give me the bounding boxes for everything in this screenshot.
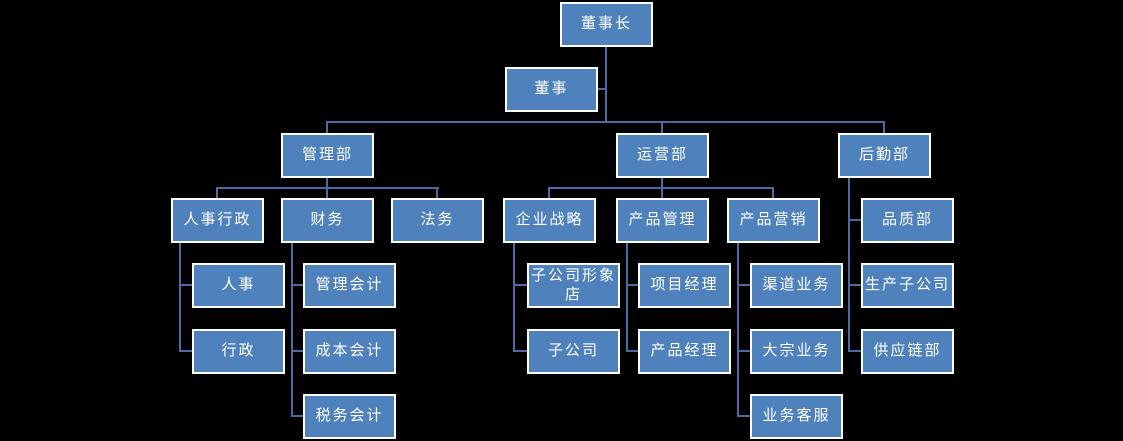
org-node-legal[interactable]: 法务 (391, 198, 484, 243)
org-node-cost-accounting[interactable]: 成本会计 (303, 329, 396, 374)
org-node-subsidiary[interactable]: 子公司 (527, 329, 620, 374)
connector-stub-mgmt-acct (291, 284, 303, 286)
connector-drop-product-mkt (772, 187, 774, 198)
org-node-corporate-strategy[interactable]: 企业战略 (503, 198, 596, 243)
org-node-label: 企业战略 (515, 211, 584, 229)
org-node-label: 大宗业务 (762, 342, 831, 360)
connector-drop-finance (326, 187, 328, 198)
org-node-label: 品质部 (881, 211, 933, 229)
connector-stub-cust-service (737, 415, 750, 417)
connector-drop-product-mgmt (661, 187, 663, 198)
connector-stub-supply-chain (848, 350, 861, 352)
org-node-label: 子公司形象店 (530, 266, 616, 303)
org-node-label: 成本会计 (315, 342, 384, 360)
org-node-tax-accounting[interactable]: 税务会计 (303, 394, 396, 439)
connector-hang-product-mgmt (626, 243, 628, 352)
org-node-label: 人事 (221, 276, 256, 294)
org-node-logistics-dept[interactable]: 后勤部 (838, 133, 931, 178)
connector-drop-legal (436, 187, 438, 198)
org-node-label: 项目经理 (650, 276, 719, 294)
org-node-label: 税务会计 (315, 407, 384, 425)
org-node-label: 渠道业务 (762, 276, 831, 294)
org-node-label: 管理会计 (315, 276, 384, 294)
org-node-management-accounting[interactable]: 管理会计 (303, 263, 396, 308)
org-node-hr[interactable]: 人事 (192, 263, 285, 308)
connector-stub-bulk (737, 350, 750, 352)
org-node-management-dept[interactable]: 管理部 (281, 133, 374, 178)
org-node-bulk-business[interactable]: 大宗业务 (750, 329, 843, 374)
connector-management-stem (326, 178, 328, 188)
connector-drop-management (326, 121, 328, 133)
connector-director-stub (597, 88, 607, 90)
connector-drop-operations (661, 121, 663, 133)
connector-stub-cost-acct (291, 350, 303, 352)
connector-stub-product-mgr (626, 350, 638, 352)
org-node-label: 董事长 (580, 15, 632, 33)
connector-hang-hr-admin (179, 243, 181, 352)
connector-stub-prod-subsidiary (848, 284, 861, 286)
org-node-admin[interactable]: 行政 (192, 329, 285, 374)
connector-hang-strategy (513, 243, 515, 352)
org-node-label: 供应链部 (873, 342, 942, 360)
connector-level1-bus (326, 121, 885, 123)
org-node-label: 行政 (221, 342, 256, 360)
org-node-label: 产品管理 (628, 211, 697, 229)
org-node-director[interactable]: 董事 (505, 67, 598, 112)
org-node-hr-admin[interactable]: 人事行政 (171, 198, 264, 243)
connector-stub-subsidiary (513, 350, 527, 352)
connector-operations-stem (661, 178, 663, 188)
org-node-label: 产品营销 (739, 211, 808, 229)
org-node-product-manager[interactable]: 产品经理 (638, 329, 731, 374)
org-node-business-customer-service[interactable]: 业务客服 (750, 394, 843, 439)
org-node-supply-chain-dept[interactable]: 供应链部 (861, 329, 954, 374)
connector-stub-project-mgr (626, 284, 638, 286)
connector-stub-hr (179, 284, 192, 286)
org-node-label: 法务 (420, 211, 455, 229)
connector-hang-product-mkt (737, 243, 739, 417)
connector-trunk (605, 47, 607, 123)
org-node-label: 子公司 (547, 342, 599, 360)
org-node-label: 人事行政 (183, 211, 252, 229)
org-node-label: 管理部 (301, 146, 353, 164)
connector-drop-hr-admin (216, 187, 218, 198)
connector-stub-flagship (513, 284, 527, 286)
org-node-quality-dept[interactable]: 品质部 (861, 198, 954, 243)
connector-drop-logistics (883, 121, 885, 133)
org-node-subsidiary-flagship-store[interactable]: 子公司形象店 (527, 263, 620, 308)
org-node-product-marketing[interactable]: 产品营销 (727, 198, 820, 243)
org-node-label: 产品经理 (650, 342, 719, 360)
connector-drop-strategy (548, 187, 550, 198)
org-node-product-management[interactable]: 产品管理 (616, 198, 709, 243)
org-node-label: 董事 (534, 80, 569, 98)
connector-stub-quality (848, 219, 861, 221)
connector-stub-tax-acct (291, 415, 303, 417)
org-node-project-manager[interactable]: 项目经理 (638, 263, 731, 308)
connector-hang-logistics (848, 178, 850, 352)
connector-stub-channel (737, 284, 750, 286)
org-node-operations-dept[interactable]: 运营部 (616, 133, 709, 178)
org-node-label: 财务 (310, 211, 345, 229)
org-node-production-subsidiary[interactable]: 生产子公司 (861, 263, 954, 308)
org-node-finance[interactable]: 财务 (281, 198, 374, 243)
connector-hang-finance (291, 243, 293, 417)
org-node-label: 生产子公司 (864, 276, 950, 294)
connector-stub-admin (179, 350, 192, 352)
org-node-label: 运营部 (636, 146, 688, 164)
org-node-chairman[interactable]: 董事长 (560, 2, 653, 47)
org-node-label: 业务客服 (762, 407, 831, 425)
org-node-channel-business[interactable]: 渠道业务 (750, 263, 843, 308)
org-node-label: 后勤部 (858, 146, 910, 164)
